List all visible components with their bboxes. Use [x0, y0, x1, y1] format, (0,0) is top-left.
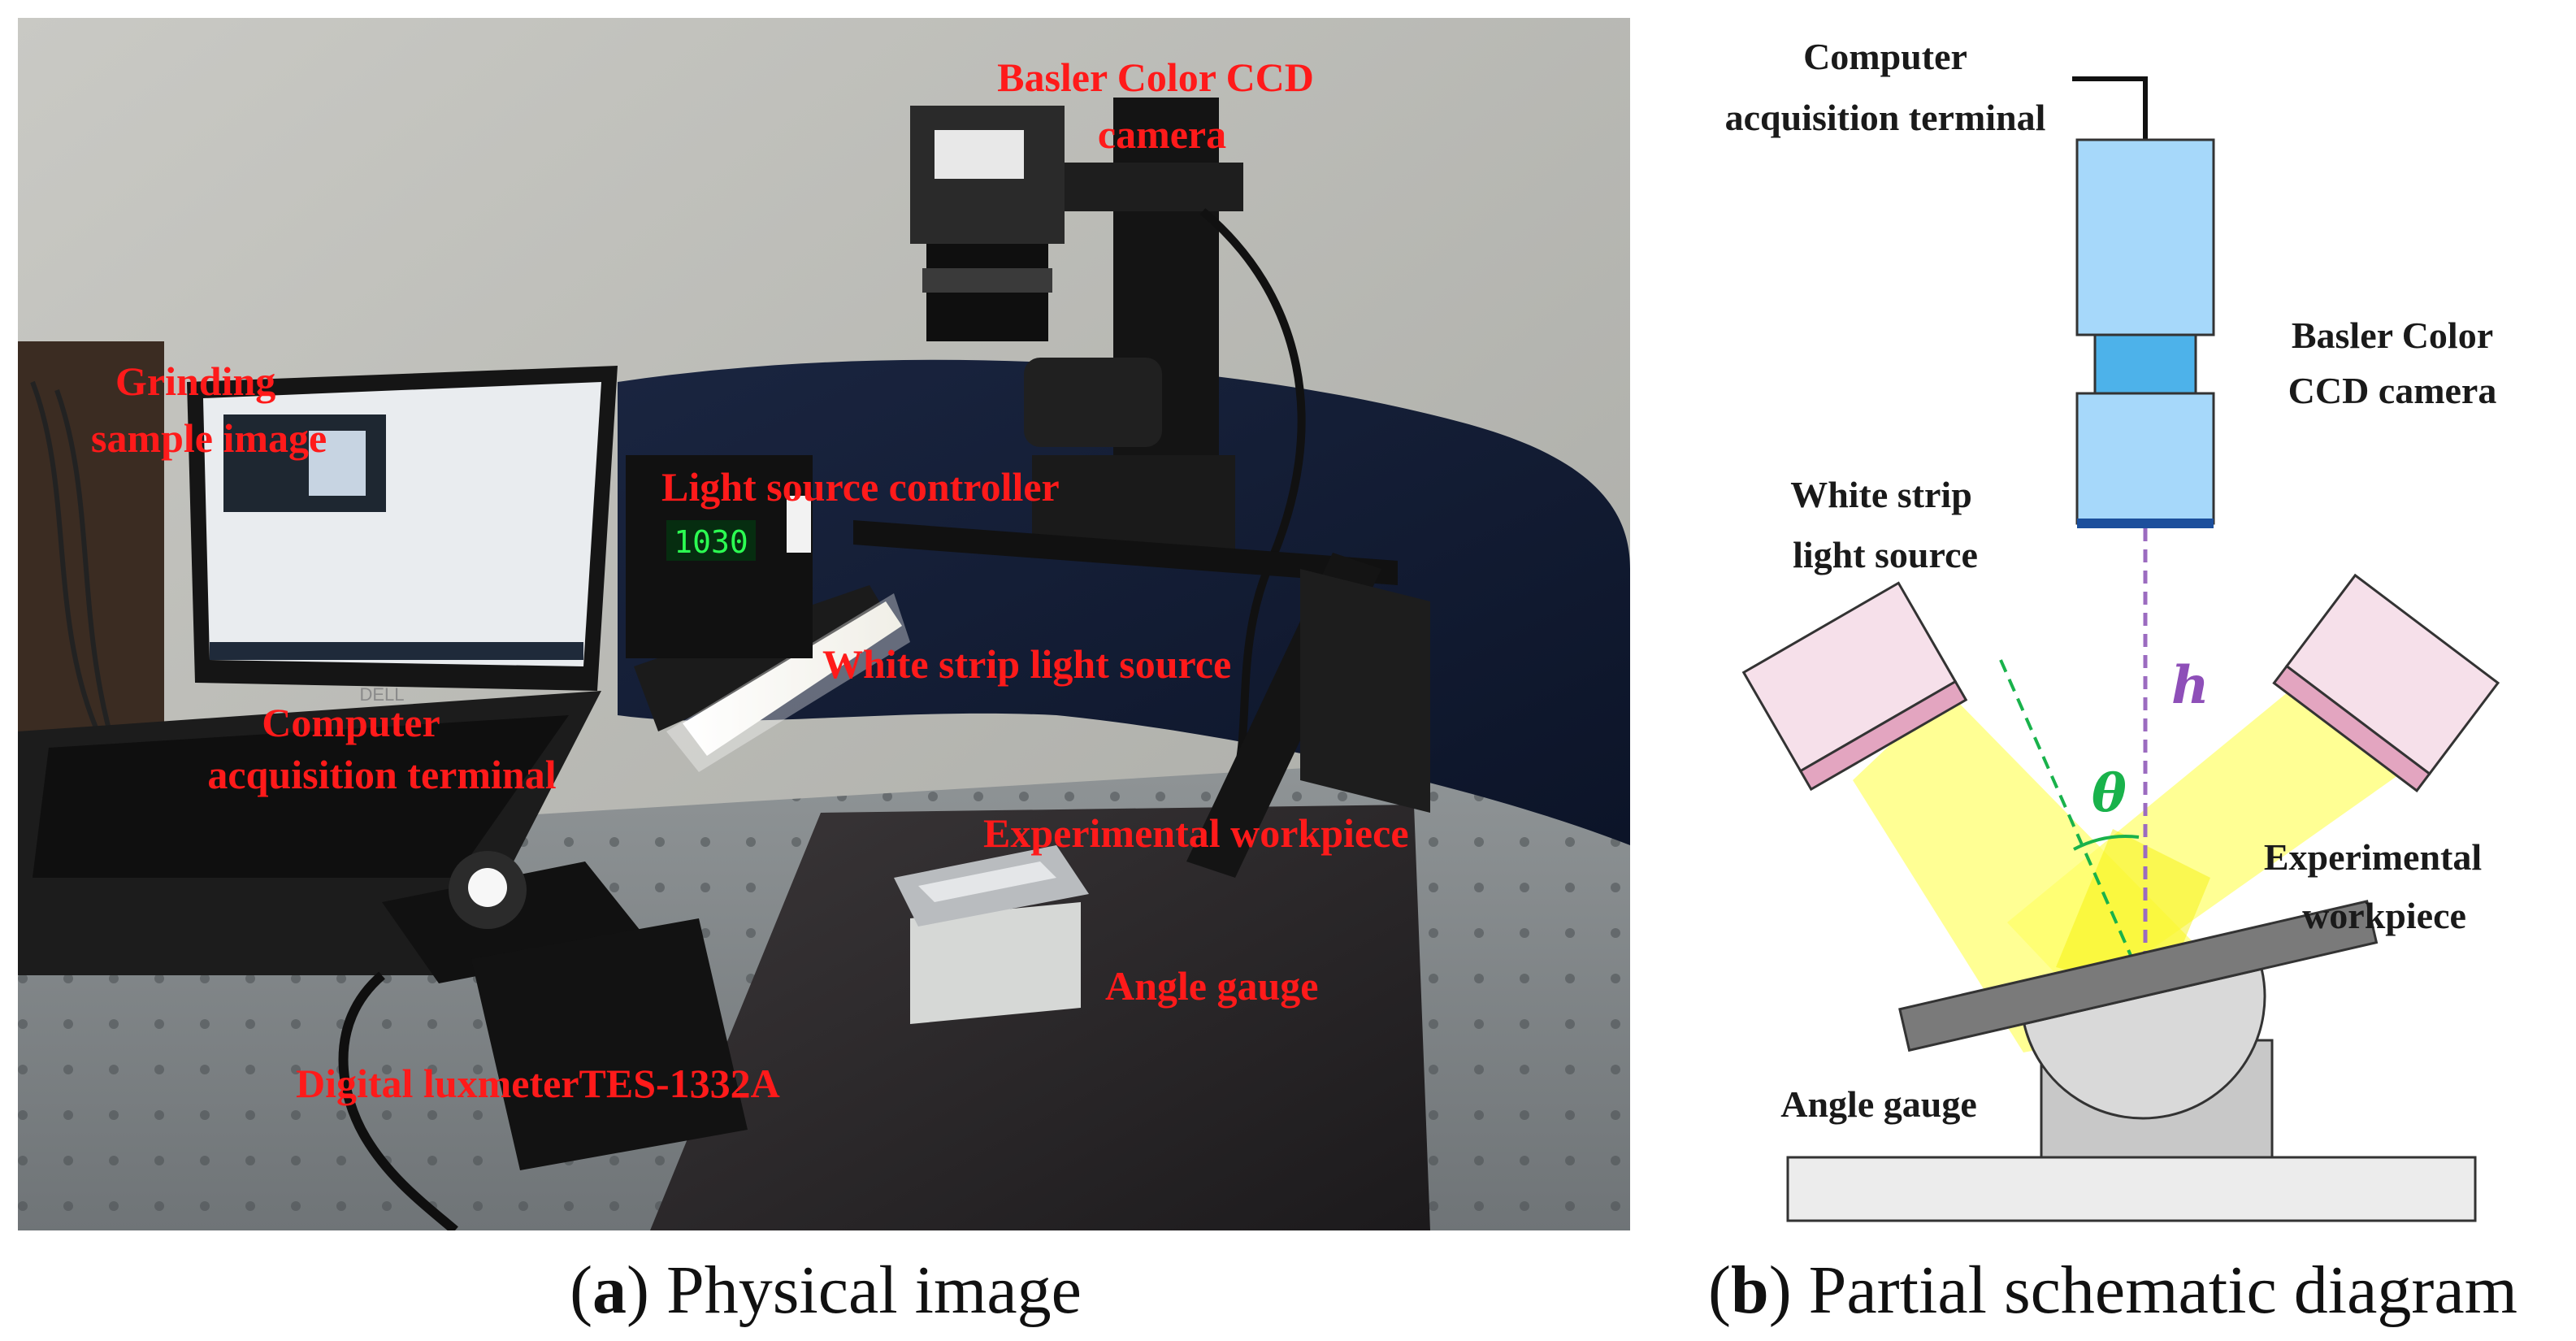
label-computer-line2: acquisition terminal: [207, 752, 556, 797]
label-luxmeter: Digital luxmeterTES-1332A: [296, 1061, 780, 1106]
photo-strip-light-halo: [666, 593, 910, 772]
schematic-camera-top: [2075, 138, 2215, 336]
controller-display: [666, 520, 756, 561]
label-camera-line2: camera: [1098, 111, 1226, 157]
light-rail: [853, 520, 1398, 585]
schematic-camera-lens-rim: [2077, 519, 2214, 528]
label-light-controller: Light source controller: [661, 464, 1060, 510]
laptop-brand: DELL: [359, 684, 404, 705]
left-light-source: [1741, 581, 1968, 792]
schem-label-workpiece-line1: Experimental: [2264, 836, 2482, 878]
schem-label-camera-line2: CCD camera: [2288, 370, 2497, 411]
schematic-camera-band: [2093, 333, 2197, 395]
schem-label-strip-line2: light source: [1793, 534, 1978, 575]
right-light-source: [2272, 573, 2500, 792]
schematic-camera-lens: [2075, 392, 2215, 525]
photo-camera-sticker: [935, 130, 1024, 179]
caption-b: (b) Partial schematic diagram: [1708, 1252, 2517, 1328]
schematic-workpiece: [1898, 900, 2379, 1052]
label-grinding-line2: sample image: [91, 415, 327, 461]
schematic-angle-gauge: [1898, 900, 2379, 1120]
cables-left: [30, 380, 124, 773]
panel-a-photo: 1030 DELL Basler Color CCD camera Grindi…: [18, 18, 1630, 1230]
height-symbol: h: [2171, 655, 2210, 716]
angle-symbol: θ: [2092, 763, 2127, 824]
label-workpiece: Experimental workpiece: [983, 810, 1409, 856]
normal-line: [1999, 659, 2134, 960]
schem-label-camera-line1: Basler Color: [2292, 315, 2493, 356]
label-grinding-line1: Grinding: [115, 358, 275, 404]
caption-a: (a) Physical image: [570, 1252, 1082, 1328]
laptop-taskbar: [210, 642, 583, 660]
schem-label-computer-line2: acquisition terminal: [1725, 97, 2046, 138]
laptop-sample-image: [309, 431, 366, 496]
luxmeter-cable: [338, 971, 458, 1230]
label-computer-line1: Computer: [262, 700, 440, 745]
metal-plate: [650, 805, 1430, 1230]
laptop-keyboard: [33, 715, 569, 878]
controller-sticker: [787, 496, 811, 553]
rail-legs: [1300, 569, 1430, 813]
schem-label-strip-line1: White strip: [1790, 474, 1972, 515]
luxmeter-sensor-dome: [468, 868, 507, 907]
computer-cable: [2072, 76, 2148, 140]
angle-gauge-dome: [2023, 967, 2266, 1120]
right-light-strip: [2272, 664, 2431, 792]
panel-a-labels: Basler Color CCD camera Grinding sample …: [91, 54, 1409, 1106]
left-light-strip: [1798, 679, 1968, 792]
stand-clamp: [1024, 358, 1162, 447]
label-strip-light: White strip light source: [822, 641, 1231, 687]
panel-b-schematic: h θ Computer acquisition terminal Basler…: [1725, 36, 2500, 1222]
photo-strip-light-glow: [683, 601, 902, 756]
angle-arc: [2073, 835, 2140, 851]
label-camera-line1: Basler Color CCD: [997, 54, 1314, 100]
controller-display-text: 1030: [674, 524, 748, 560]
camera-cables: [1199, 208, 1306, 782]
luxmeter-body: [471, 918, 748, 1170]
photo-camera-lens-ring: [922, 268, 1052, 293]
schem-label-workpiece-line2: workpiece: [2302, 895, 2466, 936]
schematic-base-plate: [1786, 1156, 2477, 1222]
schem-label-computer-line1: Computer: [1803, 36, 1967, 77]
photo-angle-gauge: [910, 902, 1081, 1024]
photo-workpiece-top: [918, 861, 1056, 902]
schem-label-angle-gauge: Angle gauge: [1780, 1083, 1977, 1125]
label-angle-gauge: Angle gauge: [1105, 963, 1319, 1009]
